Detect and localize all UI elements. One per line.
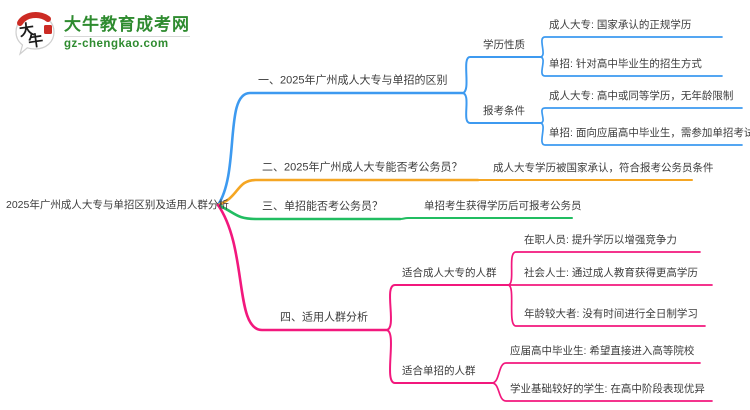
branch-2-adult-college-civil-service: 二、2025年广州成人大专能否考公务员？ <box>262 161 463 174</box>
leaf-employed-workers: 在职人员: 提升学历以增强竞争力 <box>524 233 677 246</box>
leaf-adult-college-degree: 成人大专: 国家承认的正规学历 <box>549 18 692 31</box>
branch-4-applicable-groups: 四、适用人群分析 <box>280 311 368 324</box>
logo-title: 大牛教育成考网 <box>64 15 190 35</box>
node-single-recruit-groups: 适合单招的人群 <box>402 364 476 377</box>
branch-3-single-recruit-civil-service: 三、单招能否考公务员？ <box>262 200 383 213</box>
leaf-single-recruit-requirements: 单招: 面向应届高中毕业生，需参加单招考试 <box>549 126 750 139</box>
node-adult-college-groups: 适合成人大专的人群 <box>402 266 497 279</box>
svg-text:牛: 牛 <box>27 31 44 51</box>
logo-bubble-icon: 大 牛 <box>12 9 58 59</box>
node-degree-nature: 学历性质 <box>483 38 525 51</box>
leaf-adult-college-requirements: 成人大专: 高中或同等学历，无年龄限制 <box>549 89 734 102</box>
central-topic: 2025年广州成人大专与单招区别及适用人群分析 <box>6 198 229 211</box>
logo-bubble-art: 大 牛 <box>15 11 55 56</box>
leaf-social-members: 社会人士: 通过成人教育获得更高学历 <box>524 266 698 279</box>
leaf-single-recruit-degree: 单招: 针对高中毕业生的招生方式 <box>549 57 702 70</box>
leaf-single-recruit-civil-service-answer: 单招考生获得学历后可报考公务员 <box>424 199 582 212</box>
site-logo: 大 牛 大牛教育成考网 gz-chengkao.com <box>12 9 190 59</box>
svg-text:大: 大 <box>18 20 35 40</box>
node-application-requirements: 报考条件 <box>483 104 525 117</box>
logo-text-block: 大牛教育成考网 gz-chengkao.com <box>64 16 190 51</box>
logo-url: gz-chengkao.com <box>64 35 190 52</box>
leaf-strong-students: 学业基础较好的学生: 在高中阶段表现优异 <box>510 382 705 395</box>
leaf-older-learners: 年龄较大者: 没有时间进行全日制学习 <box>524 307 698 320</box>
leaf-adult-college-civil-service-answer: 成人大专学历被国家承认，符合报考公务员条件 <box>493 161 714 174</box>
leaf-fresh-graduates: 应届高中毕业生: 希望直接进入高等院校 <box>510 344 695 357</box>
branch-1-difference: 一、2025年广州成人大专与单招的区别 <box>258 74 448 87</box>
